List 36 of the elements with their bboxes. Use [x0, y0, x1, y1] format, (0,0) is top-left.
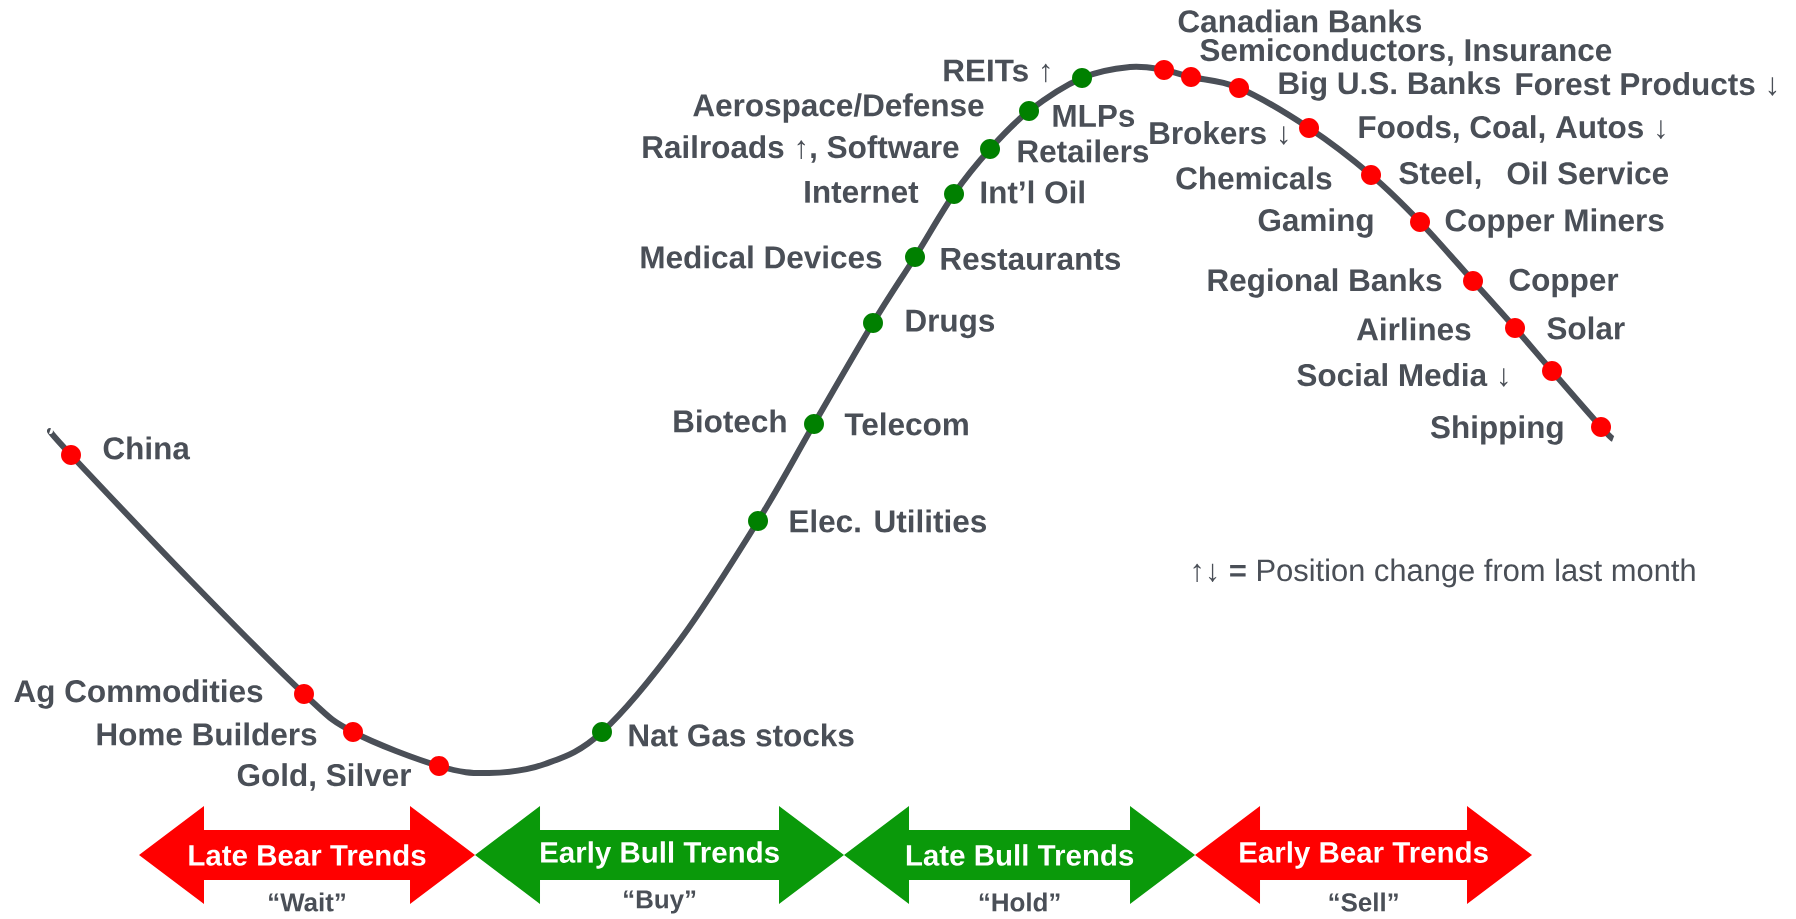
sector-label: China [103, 436, 191, 460]
sector-label: Ag Commodities [14, 679, 263, 709]
sector-label: Medical Devices [641, 245, 882, 269]
sector-label: Solar [1547, 316, 1625, 340]
sector-label: Steel, [1399, 161, 1481, 189]
sector-label: Internet [805, 181, 919, 203]
sector-label: Semiconductors, Insurance [1200, 38, 1612, 66]
sector-label: Gold, Silver [237, 763, 411, 791]
sector-label: Aerospace/Defense [693, 93, 984, 123]
sector-label: Drugs [906, 309, 995, 339]
sector-label: REITs ↑ [944, 59, 1050, 83]
sector-label: Copper Miners [1445, 208, 1664, 238]
note-text: ↑↓ = Position change from last month [1193, 558, 1695, 588]
sector-label: Airlines [1356, 317, 1471, 341]
sector-label: Gaming [1258, 208, 1373, 238]
sector-label: Forest Products ↓ [1516, 72, 1777, 96]
sector-label: Oil Service [1507, 161, 1669, 185]
sector-label: Telecom [844, 412, 968, 436]
sector-label: Nat Gas stocks [629, 723, 854, 747]
sector-label: Regional Banks [1208, 268, 1442, 298]
sector-label: MLPs [1053, 105, 1135, 127]
sector-label: Restaurants [941, 248, 1121, 270]
sector-label: Biotech [674, 409, 786, 433]
sector-label: Shipping [1430, 415, 1563, 445]
sector-label: Big U.S. Banks [1279, 71, 1501, 101]
sector-label: Int’l Oil [981, 180, 1084, 204]
sector-label: Elec. Utilities [790, 509, 986, 533]
sector-label: Foods, Coal, Autos ↓ [1359, 115, 1665, 143]
sector-label: Retailers [1018, 139, 1149, 163]
sector-label: Copper [1509, 268, 1619, 298]
sector-label: Social Media ↓ [1297, 363, 1508, 387]
sector-label: Railroads ↑, Software [643, 135, 959, 163]
sector-label: Brokers ↓ [1150, 121, 1288, 145]
sector-label: Canadian Banks [1178, 9, 1422, 33]
sector-label: Home Builders [97, 722, 317, 746]
sector-label: Chemicals [1176, 166, 1332, 190]
